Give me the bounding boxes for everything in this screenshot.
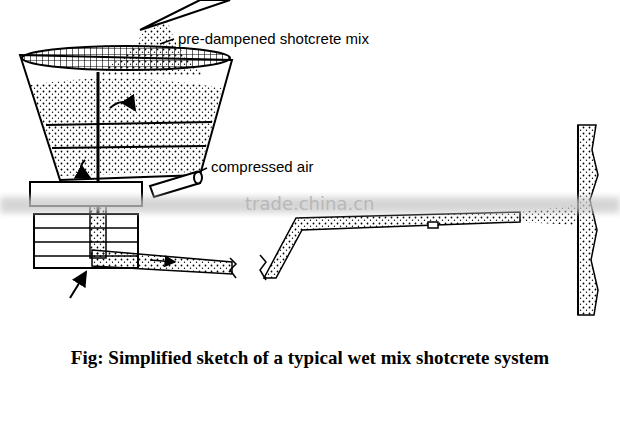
figure-caption: Fig: Simplified sketch of a typical wet …: [40, 345, 580, 370]
delivery-hose: [264, 212, 520, 278]
mixer-blade: [52, 146, 206, 148]
delivery-hose: [92, 250, 232, 274]
rotation-arrow: [110, 102, 135, 110]
flow-arrow: [70, 272, 86, 298]
watermark: trade.china.cn: [245, 193, 374, 214]
callout-label: pre-dampened shotcrete mix: [176, 30, 371, 47]
cylinder-line: [34, 241, 138, 243]
chute: [140, 0, 230, 30]
flow-arrow: [150, 260, 175, 262]
cylinder-line: [34, 227, 138, 229]
shotcrete-mix: [30, 78, 222, 176]
hose-clamp: [428, 222, 438, 228]
air-pipe: [150, 172, 200, 197]
break-line: [230, 258, 236, 278]
callout-label: compressed air: [209, 158, 316, 175]
leader-line: [160, 39, 174, 44]
leader-line: [194, 168, 207, 174]
rotation-arrow: [81, 160, 90, 178]
rock-wall: [578, 125, 598, 315]
mixer-blade: [46, 122, 212, 125]
